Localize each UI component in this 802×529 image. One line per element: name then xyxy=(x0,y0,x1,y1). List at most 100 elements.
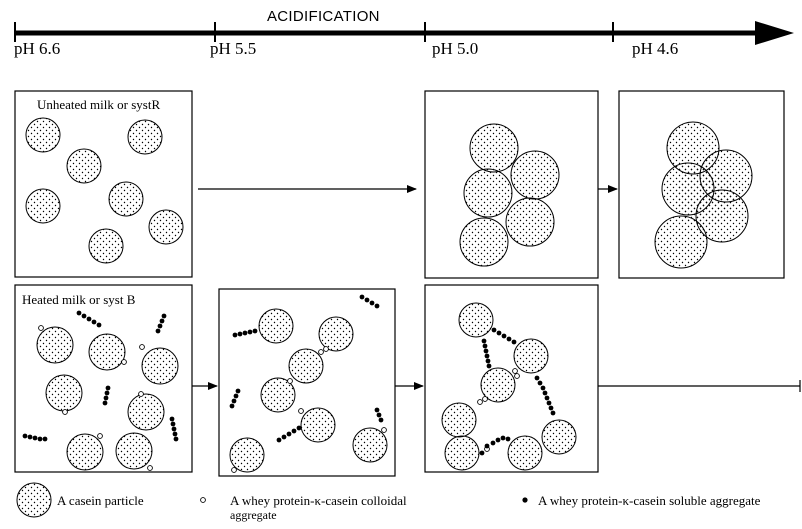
panel-unheated-ph-6-6 xyxy=(14,90,193,278)
casein-particle xyxy=(463,168,513,218)
casein-particle xyxy=(458,302,494,338)
colloidal-aggregate xyxy=(323,346,329,352)
legend-symbols xyxy=(16,482,528,518)
colloidal-aggregate xyxy=(147,465,153,471)
soluble-aggregate-chain xyxy=(276,425,302,443)
colloidal-aggregate xyxy=(139,344,145,350)
casein-particle xyxy=(459,217,509,267)
colloidal-aggregates xyxy=(231,346,387,473)
casein-particle xyxy=(88,228,124,264)
soluble-aggregate-chain xyxy=(102,385,111,406)
legend-colloidal-aggregate-label: A whey protein-κ-casein colloidal xyxy=(230,493,407,508)
heated-ph-5-5-content xyxy=(229,294,388,473)
soluble-aggregate-chain xyxy=(359,294,380,309)
casein-particle xyxy=(654,215,708,269)
soluble-aggregate-chain xyxy=(374,407,384,423)
casein-particle xyxy=(318,316,354,352)
casein-particle xyxy=(352,427,388,463)
legend-soluble-aggregate-symbol xyxy=(522,497,528,503)
soluble-aggregate-chain xyxy=(534,375,556,416)
casein-particle xyxy=(469,123,519,173)
soluble-aggregate-chain xyxy=(229,388,241,409)
colloidal-aggregate xyxy=(512,368,518,374)
colloidal-aggregate xyxy=(298,408,304,414)
casein-particle xyxy=(127,119,163,155)
casein-particle xyxy=(25,117,61,153)
ph-label-4-6: pH 4.6 xyxy=(632,39,679,58)
acidification-axis xyxy=(14,21,794,45)
casein-cluster-fill xyxy=(676,166,736,226)
legend-colloidal-aggregate-symbol xyxy=(200,497,206,503)
soluble-aggregate-chain xyxy=(22,433,48,442)
panel-unheated-ph-4-6 xyxy=(618,90,785,279)
soluble-aggregates xyxy=(479,327,556,456)
ph-label-6-6: pH 6.6 xyxy=(14,39,61,58)
unheated-panel-label: Unheated milk or systR xyxy=(37,97,161,112)
panel-heated-ph-6-6 xyxy=(14,284,193,473)
casein-particle xyxy=(507,435,543,471)
casein-particle xyxy=(25,188,61,224)
casein-particle xyxy=(300,407,336,443)
axis-title: ACIDIFICATION xyxy=(267,8,380,25)
panel-heated-ph-5-0 xyxy=(424,284,599,473)
casein-particle xyxy=(505,197,555,247)
colloidal-aggregate xyxy=(482,396,488,402)
colloidal-aggregates xyxy=(38,325,153,471)
legend-casein-particle-label: A casein particle xyxy=(57,493,144,508)
colloidal-aggregate xyxy=(477,399,483,405)
casein-particles-unheated-ph-5-0 xyxy=(459,123,560,267)
casein-particle xyxy=(513,338,549,374)
heated-ph-5-0-content xyxy=(441,302,577,471)
casein-particle xyxy=(88,333,126,371)
casein-particle xyxy=(288,348,324,384)
casein-particle xyxy=(141,347,179,385)
soluble-aggregate-chain xyxy=(491,327,517,345)
soluble-aggregate-chain xyxy=(169,416,179,442)
colloidal-aggregate xyxy=(38,325,44,331)
colloidal-aggregate xyxy=(62,409,68,415)
casein-cluster-unheated-ph-4-6 xyxy=(654,121,753,269)
ph-label-5-5: pH 5.5 xyxy=(210,39,257,58)
heated-panel-label: Heated milk or syst B xyxy=(22,292,136,307)
casein-particle xyxy=(541,419,577,455)
casein-particle xyxy=(66,433,104,471)
colloidal-aggregate xyxy=(381,427,387,433)
soluble-aggregate-chain xyxy=(481,338,492,369)
colloidal-aggregate xyxy=(97,433,103,439)
soluble-aggregate-chain xyxy=(479,435,511,456)
ph-label-5-0: pH 5.0 xyxy=(432,39,479,58)
casein-particle xyxy=(229,437,265,473)
legend-casein-particle-symbol xyxy=(16,482,52,518)
casein-particle xyxy=(510,150,560,200)
soluble-aggregates xyxy=(22,310,179,442)
colloidal-aggregate xyxy=(138,391,144,397)
legend-colloidal-aggregate-label-line2: aggregate xyxy=(230,508,277,522)
casein-particle xyxy=(441,402,477,438)
colloidal-aggregate xyxy=(514,373,520,379)
casein-particle xyxy=(260,377,296,413)
casein-particle xyxy=(480,367,516,403)
casein-particles-unheated-ph-6-6 xyxy=(25,117,184,264)
soluble-aggregate-chain xyxy=(155,313,167,334)
panel-heated-ph-5-5 xyxy=(218,288,396,477)
casein-particle xyxy=(66,148,102,184)
colloidal-aggregate xyxy=(287,378,293,384)
panel-unheated-ph-5-0 xyxy=(424,90,599,279)
colloidal-aggregate xyxy=(318,349,324,355)
casein-particle xyxy=(36,326,74,364)
soluble-aggregates xyxy=(229,294,384,443)
casein-particle xyxy=(108,181,144,217)
heated-ph-6-6-content xyxy=(22,310,179,471)
casein-particle xyxy=(127,393,165,431)
casein-particle xyxy=(45,374,83,412)
axis-arrowhead xyxy=(755,21,794,45)
soluble-aggregate-chain xyxy=(232,328,258,338)
casein-particle xyxy=(115,432,153,470)
colloidal-aggregate xyxy=(121,359,127,365)
casein-particle xyxy=(148,209,184,245)
colloidal-aggregate xyxy=(231,467,237,473)
soluble-aggregate-chain xyxy=(76,310,102,328)
casein-particle xyxy=(258,308,294,344)
